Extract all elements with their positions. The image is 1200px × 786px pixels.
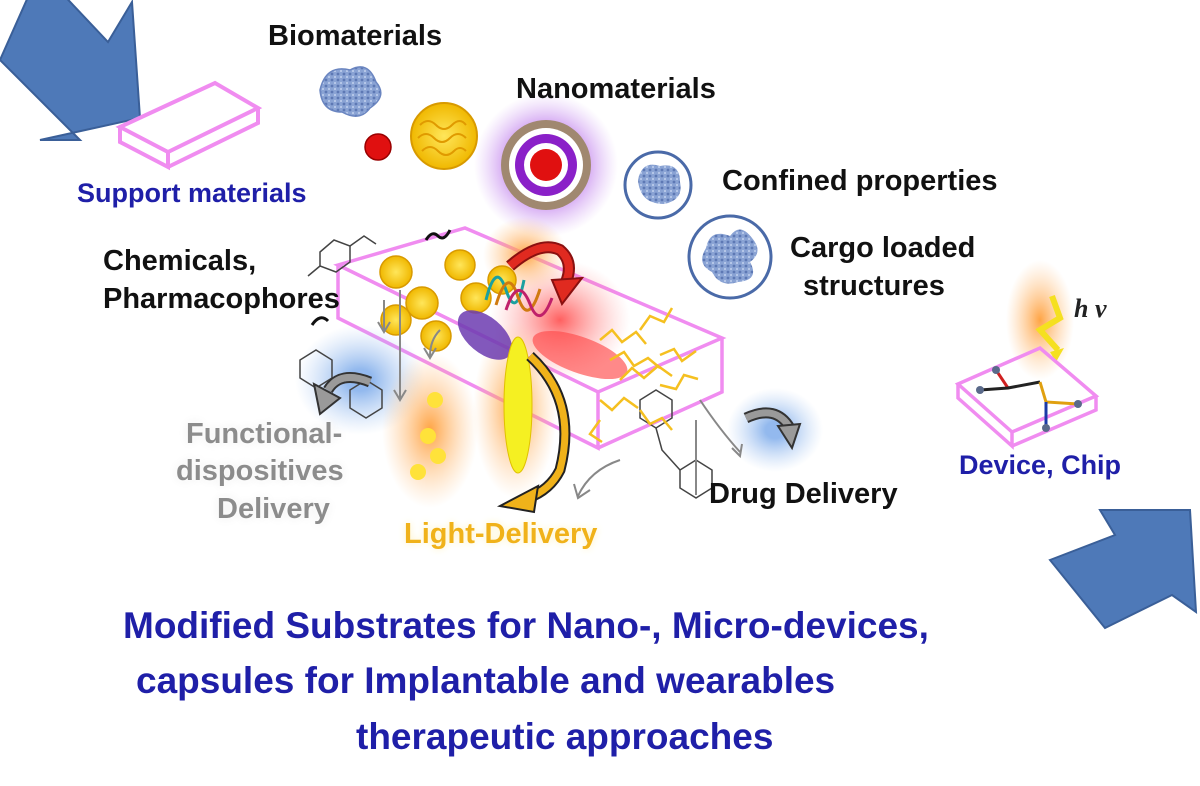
label-pharmacophores: Pharmacophores: [103, 283, 340, 315]
thin-grey-arrows-icon: [377, 290, 743, 500]
red-ellipse-icon: [532, 330, 628, 380]
label-biomaterials: Biomaterials: [268, 20, 443, 52]
ribbon-strands-icon: [484, 275, 554, 317]
curved-grey-arrow-left-icon: [312, 372, 373, 416]
curved-gold-arrow-icon: [496, 351, 571, 514]
curved-red-arrow-icon: [506, 241, 585, 306]
photon-nu: ν: [1094, 294, 1107, 323]
linker-squiggle-icon: [310, 229, 452, 326]
label-nanomaterials: Nanomaterials: [516, 73, 716, 105]
label-device-chip: Device, Chip: [959, 450, 1122, 480]
cargo-loaded-structure-icon: [687, 214, 773, 300]
red-nanoparticle-icon: [364, 133, 392, 161]
protein-blob-icon: [319, 66, 382, 117]
big-arrow-top-left-icon: [0, 0, 142, 141]
label-dispositives: dispositives: [176, 455, 344, 487]
caption-line3: therapeutic approaches: [356, 716, 774, 757]
label-support-materials: Support materials: [77, 178, 307, 208]
glowing-beads-icon: [410, 392, 446, 480]
device-chip-icon: [954, 260, 1100, 450]
yellow-micelle-icon: [410, 102, 478, 170]
label-functional: Functional-: [186, 418, 343, 450]
label-photon-energy: h ν: [1074, 294, 1107, 324]
curved-grey-arrow-right-icon: [743, 407, 802, 451]
caption-line2: capsules for Implantable and wearables: [136, 660, 836, 701]
label-chemicals: Chemicals,: [103, 245, 257, 277]
big-arrow-bottom-right-icon: [1048, 509, 1198, 630]
label-confined-properties: Confined properties: [722, 165, 998, 197]
light-beam-icon: [503, 336, 533, 474]
label-functional-delivery: Delivery: [217, 493, 330, 525]
label-drug-delivery: Drug Delivery: [709, 478, 898, 510]
photon-h: h: [1074, 294, 1089, 323]
polymer-chains-icon: [588, 307, 699, 444]
purple-ellipse-icon: [457, 310, 513, 360]
label-light-delivery: Light-Delivery: [404, 518, 598, 550]
caption-line1: Modified Substrates for Nano-, Micro-dev…: [123, 605, 929, 646]
core-shell-nanoparticle-icon: [474, 93, 618, 237]
confined-structure-icon: [623, 150, 693, 220]
label-cargo-line1: Cargo loaded: [790, 232, 976, 264]
label-cargo-line2: structures: [803, 270, 945, 302]
support-substrate-icon: [115, 80, 263, 171]
